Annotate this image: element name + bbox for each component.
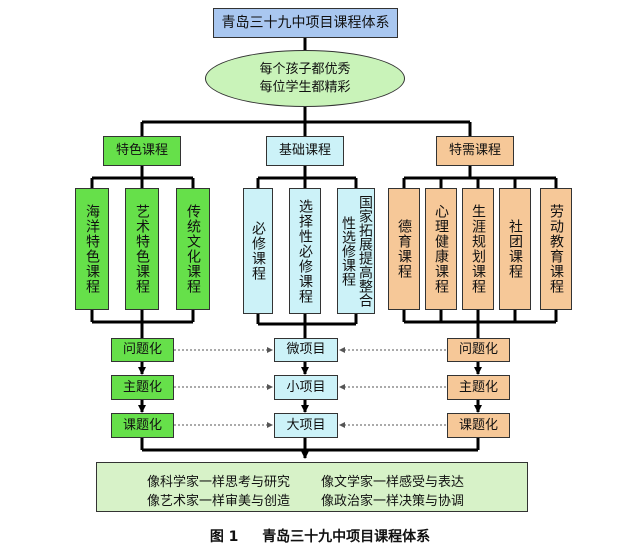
- course-labor: 劳动教育课程: [540, 188, 572, 310]
- stage-left-2: 主题化: [111, 375, 174, 400]
- outcome-politician: 像政治家一样决策与协调: [321, 494, 465, 509]
- course-art: 艺术特色课程: [125, 188, 159, 310]
- outcomes-box: 像科学家一样思考与研究 像文学家一样感受与表达 像艺术家一样审美与创造 像政治家…: [96, 462, 528, 512]
- outcome-scientist: 像科学家一样思考与研究: [147, 475, 291, 490]
- branch-special-feature: 特色课程: [103, 136, 181, 166]
- stage-center-2: 小项目: [274, 375, 338, 400]
- course-mental-health: 心理健康课程: [425, 188, 457, 310]
- course-moral: 德育课程: [388, 188, 420, 310]
- goal-line-1: 每个孩子都优秀: [259, 61, 351, 77]
- stage-center-3: 大项目: [274, 413, 338, 438]
- course-career-planning: 生涯规划课程: [462, 188, 494, 310]
- branch-special-needs: 特需课程: [436, 136, 514, 166]
- course-national-elective: 国家拓展提高整合性选修课程: [337, 188, 375, 314]
- course-compulsory: 必修课程: [243, 188, 273, 314]
- course-elective-compulsory: 选择性必修课程: [289, 188, 321, 314]
- outcome-artist: 像艺术家一样审美与创造: [147, 494, 291, 509]
- goal-line-2: 每位学生都精彩: [259, 79, 351, 95]
- course-club: 社团课程: [499, 188, 531, 310]
- figure-caption: 图 1 青岛三十九中项目课程体系: [0, 526, 640, 546]
- branch-basic: 基础课程: [266, 136, 344, 166]
- outcome-writer: 像文学家一样感受与表达: [321, 475, 465, 490]
- course-marine: 海洋特色课程: [75, 188, 109, 310]
- figure-number: 图 1: [209, 529, 239, 545]
- stage-left-3: 课题化: [111, 413, 174, 438]
- goal-ellipse: 每个孩子都优秀 每位学生都精彩: [205, 50, 405, 107]
- course-traditional-culture: 传统文化课程: [176, 188, 210, 310]
- stage-right-3: 课题化: [447, 413, 510, 438]
- stage-left-1: 问题化: [111, 338, 174, 362]
- stage-right-2: 主题化: [447, 375, 510, 400]
- stage-right-1: 问题化: [447, 338, 510, 362]
- diagram-title-box: 青岛三十九中项目课程体系: [213, 8, 398, 38]
- figure-caption-text: 青岛三十九中项目课程体系: [262, 529, 431, 545]
- stage-center-1: 微项目: [274, 338, 338, 362]
